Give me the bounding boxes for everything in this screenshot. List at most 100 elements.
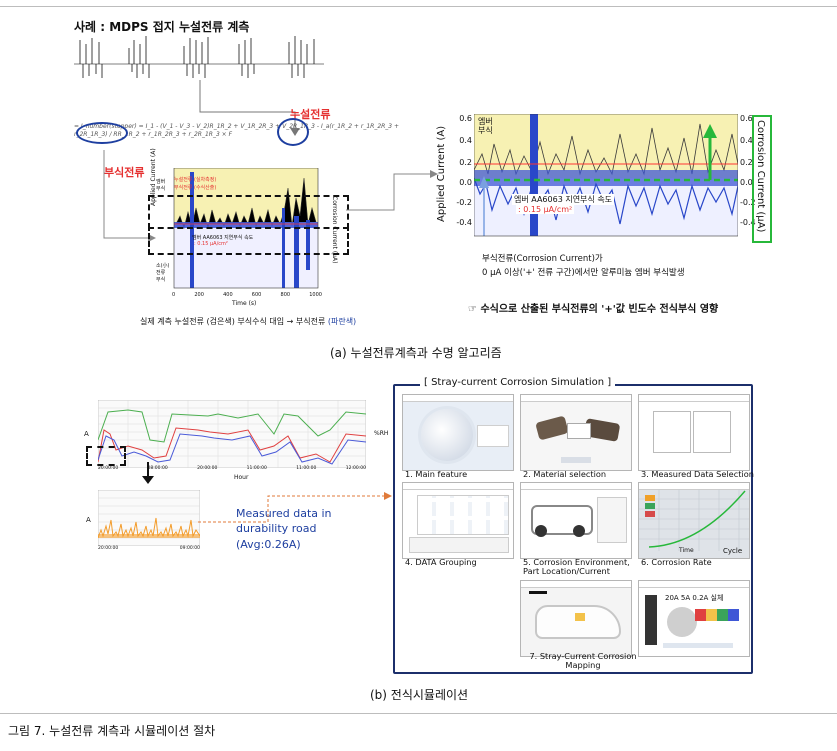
measured-dashed-connector: [198, 492, 392, 523]
big-y-tick: 0.4: [459, 136, 472, 145]
chassis-wheel-rear: [573, 525, 585, 537]
thumb-header: [403, 395, 513, 402]
big-chart-plot: [474, 114, 738, 237]
zoom-x-tick: 09:00:00: [179, 546, 200, 551]
thumb-label-2: 2. Material selection: [523, 469, 607, 479]
small-annot-val: : 0.15 μA/cm²: [194, 241, 228, 247]
zoom-x-ticks: 20:00:00 09:00:00: [98, 546, 200, 551]
thumb-corrosion-environment[interactable]: [520, 482, 632, 559]
note-line-1: 부식전류(Corrosion Current)가: [482, 254, 603, 264]
trend-zoom-box: [86, 446, 126, 466]
big-y-tick: 0.2: [459, 158, 472, 167]
corrosion-current-label: 부식전류: [104, 166, 145, 179]
big-y-tick-right: -0.2: [740, 198, 756, 207]
thumb-header: [639, 395, 749, 402]
measured-line-3: (Avg:0.26A): [236, 537, 301, 551]
thumb-measured-data[interactable]: [638, 394, 750, 471]
main-feature-dial: [421, 409, 473, 461]
thumb-label-3: 3. Measured Data Selection: [641, 469, 754, 479]
grouping-table: [409, 537, 509, 553]
thumb-header: [521, 581, 631, 588]
rate-cycle-label: Cycle: [723, 547, 743, 555]
mapping-wheel: [667, 607, 697, 637]
data-list-left: [653, 411, 691, 453]
formula-highlight-right: [277, 118, 309, 146]
big-chart-ylabel: Applied Current (A): [436, 125, 447, 222]
material-dialog: [567, 423, 591, 439]
thumb-label-1: 1. Main feature: [405, 469, 468, 479]
small-legend-2: 부식전류 (수식산출): [174, 185, 217, 191]
material-part-left: [535, 415, 569, 441]
small-annot-top: 엠버 부식: [156, 179, 166, 192]
small-x-tick: 600: [251, 292, 262, 298]
big-y-tick: 0.0: [459, 178, 472, 187]
thumb-mapping-car[interactable]: [520, 580, 632, 657]
small-x-ticks: 0 200 400 600 800 1000: [172, 292, 322, 298]
grouping-grid: [417, 495, 509, 535]
trend-x-ticks: 20:00:00 08:00:00 20:00:00 11:00:00 11:0…: [98, 466, 366, 471]
rate-time-label: Time: [679, 547, 694, 554]
mapping-car-body: [535, 605, 621, 639]
zoom-down-arrow: [142, 462, 154, 484]
rate-plot: [639, 489, 749, 551]
zoom-x-tick: 20:00:00: [98, 546, 119, 551]
formula-highlight-left: [76, 122, 128, 144]
material-buttons: [561, 457, 591, 463]
trend-x-tick: 20:00:00: [197, 466, 218, 471]
thumb-header: [639, 483, 749, 490]
zoom-ylabel: A: [86, 516, 91, 524]
thumb-data-grouping[interactable]: [402, 482, 514, 559]
measured-line-2: durability road: [236, 522, 317, 536]
big-y-ticks: 0.6 0.4 0.2 0.0 -0.2 -0.4: [456, 112, 472, 232]
connector-small-to-big: [346, 170, 438, 211]
data-list-right: [693, 411, 731, 453]
trend-xlabel: Hour: [234, 474, 249, 481]
small-caption-text: 실제 계측 누설전류 (검은색) 부식수식 대입 → 부식전류: [140, 317, 328, 326]
big-annot-mid: 엠버 AA6063 지연부식 속도: [512, 194, 615, 205]
trend-x-tick: 12:00:00: [345, 466, 366, 471]
small-x-tick: 200: [194, 292, 204, 298]
small-legend-1: 누설전류 (실차측정): [174, 177, 217, 183]
thumb-label-7: 7. Stray-Current Corrosion Mapping: [529, 651, 637, 671]
thumb-header: [521, 395, 631, 402]
thumb-label-4: 4. DATA Grouping: [405, 557, 477, 567]
thumb-header: [521, 483, 631, 490]
thumb-mapping-detail[interactable]: 20A 5A 0.2A 실체: [638, 580, 750, 657]
zoom-chart: A 20:00:00 09:00:00: [84, 488, 206, 558]
big-y-ticks-right: 0.6 0.4 0.2 0.0 -0.2 -0.4: [740, 112, 758, 232]
small-x-tick: 400: [223, 292, 233, 298]
small-x-label: Time (s): [232, 300, 257, 307]
small-x-tick: 800: [280, 292, 291, 298]
thumb-corrosion-rate[interactable]: Time Cycle: [638, 482, 750, 559]
mapping-logo-bar: [529, 591, 547, 594]
small-annot-bottom: 소(小)전류 부식: [156, 263, 170, 283]
case-title: 사례 : MDPS 접지 누설전류 계측: [74, 20, 250, 34]
caption-b: (b) 전식시뮬레이션: [370, 688, 469, 702]
thumb-material-selection[interactable]: [520, 394, 632, 471]
trend-chart: A %RH Hour 20:00:00 08:00:00 20:00:00 11…: [84, 398, 388, 482]
zoom-plot: [98, 490, 200, 546]
mapping-footer: [663, 643, 733, 648]
thumb-header: [639, 581, 749, 588]
thumb-main-feature[interactable]: [402, 394, 514, 471]
thumb-label-6: 6. Corrosion Rate: [641, 557, 712, 567]
big-annot-val: : 0.15 μA/cm²: [516, 205, 575, 214]
simulation-title: [ Stray-current Corrosion Simulation ]: [420, 377, 616, 388]
chassis-wheel-front: [535, 525, 547, 537]
bottom-divider: [0, 713, 837, 714]
small-x-tick: 0: [172, 292, 176, 298]
small-chart-caption: 실제 계측 누설전류 (검은색) 부식수식 대입 → 부식전류 (파란색): [140, 316, 356, 327]
chassis-frame: [531, 505, 593, 535]
mapping-colorbar: [695, 609, 739, 621]
trend-ylabel-right: %RH: [374, 430, 389, 437]
big-chart-ylabel-right: Corrosion Current (μA): [755, 120, 766, 233]
mapping-tags: 20A 5A 0.2A 실체: [665, 594, 724, 602]
measured-line-1: Measured data in: [236, 507, 332, 520]
big-y-tick-right: -0.4: [740, 218, 756, 227]
measured-data-text: Measured data in durability road (Avg:0.…: [236, 506, 332, 552]
big-y-tick: -0.4: [456, 218, 472, 227]
thumb-header: [403, 483, 513, 490]
connector-formula-to-chart: [103, 150, 156, 242]
environment-panel: [597, 497, 627, 543]
trend-x-tick: 08:00:00: [147, 466, 168, 471]
